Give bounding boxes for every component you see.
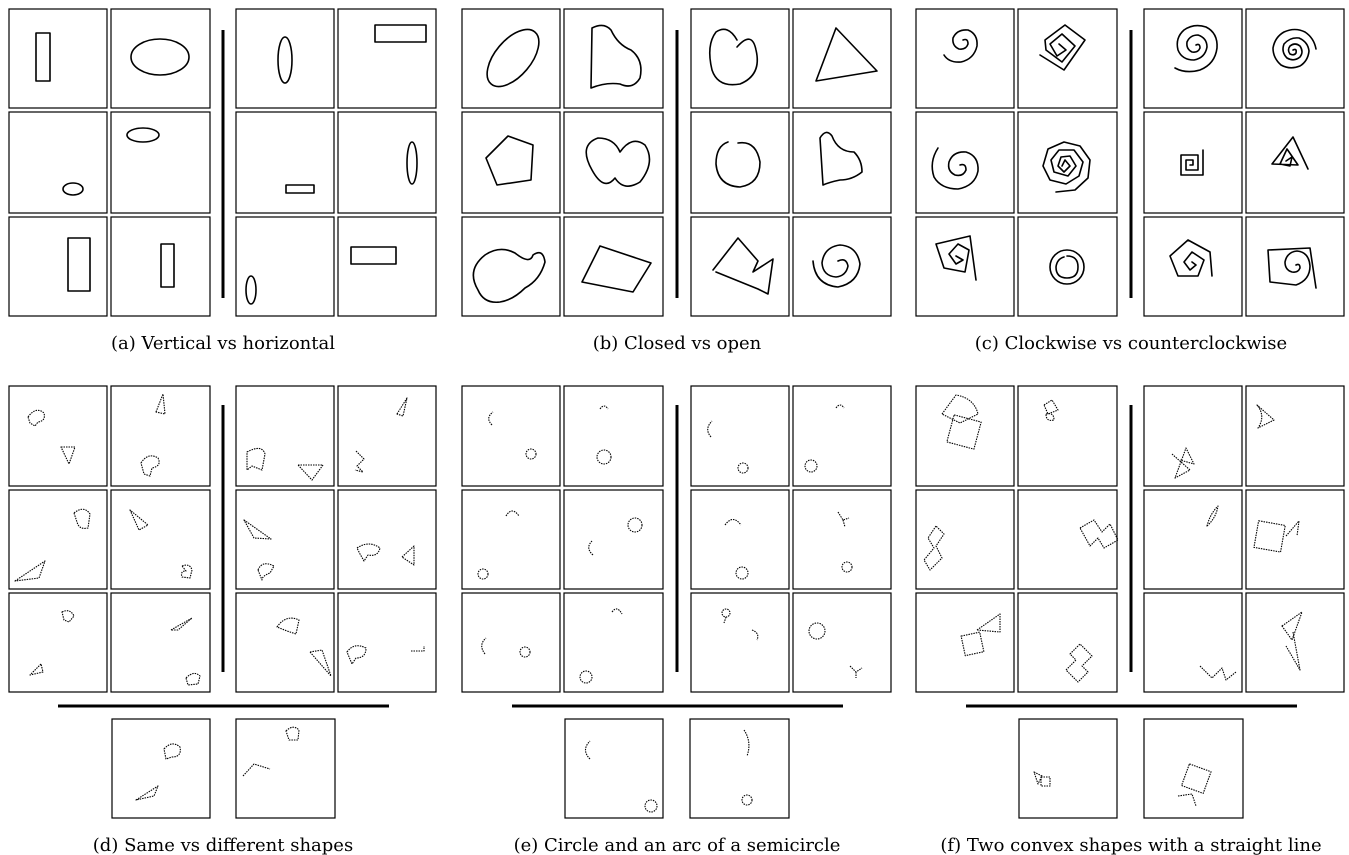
grid-cell bbox=[338, 9, 436, 108]
grid-cell bbox=[236, 217, 334, 316]
panel-caption: (c) Clockwise vs counterclockwise bbox=[975, 333, 1287, 354]
grid-cell bbox=[565, 719, 663, 818]
grid-cell bbox=[793, 9, 891, 108]
grid-cell bbox=[916, 593, 1014, 692]
grid-cell bbox=[1018, 593, 1117, 692]
panel-b: (b) Closed vs open bbox=[462, 9, 891, 354]
panel-f: (f) Two convex shapes with a straight li… bbox=[916, 386, 1344, 855]
grid-cell bbox=[9, 9, 107, 108]
grid-cell bbox=[691, 112, 789, 213]
grid-cell bbox=[1246, 112, 1344, 213]
grid-cell bbox=[111, 386, 210, 486]
grid-cell bbox=[793, 490, 891, 589]
grid-cell bbox=[1246, 9, 1344, 108]
grid-cell bbox=[691, 490, 789, 589]
grid-cell bbox=[564, 9, 663, 108]
grid-cell bbox=[1019, 719, 1117, 818]
grid-cell bbox=[1246, 217, 1344, 316]
panel-caption: (e) Circle and an arc of a semicircle bbox=[514, 835, 841, 855]
grid-cell bbox=[564, 593, 663, 692]
grid-cell bbox=[462, 386, 560, 486]
grid-cell bbox=[111, 112, 210, 213]
grid-cell bbox=[564, 386, 663, 486]
grid-cell bbox=[111, 593, 210, 692]
panel-d: (d) Same vs different shapes bbox=[9, 386, 436, 855]
grid-cell bbox=[691, 593, 789, 692]
grid-cell bbox=[1018, 217, 1117, 316]
grid-cell bbox=[1018, 386, 1117, 486]
grid-cell bbox=[462, 217, 560, 316]
panel-caption: (b) Closed vs open bbox=[593, 333, 762, 354]
grid-cell bbox=[9, 490, 107, 589]
grid-cell bbox=[1144, 593, 1242, 692]
grid-cell bbox=[1246, 386, 1344, 486]
grid-cell bbox=[9, 217, 107, 316]
grid-cell bbox=[111, 9, 210, 108]
panel-c: (c) Clockwise vs counterclockwise bbox=[916, 9, 1344, 354]
grid-cell bbox=[916, 386, 1014, 486]
grid-cell bbox=[1144, 719, 1243, 818]
grid-cell bbox=[462, 593, 560, 692]
grid-cell bbox=[916, 112, 1014, 213]
grid-cell bbox=[916, 9, 1014, 108]
grid-cell bbox=[462, 490, 560, 589]
grid-cell bbox=[236, 9, 334, 108]
grid-cell bbox=[691, 217, 789, 316]
grid-cell bbox=[9, 112, 107, 213]
grid-cell bbox=[691, 9, 789, 108]
grid-cell bbox=[793, 217, 891, 316]
grid-cell bbox=[1018, 9, 1117, 108]
grid-cell bbox=[236, 490, 334, 589]
panel-a: (a) Vertical vs horizontal bbox=[9, 9, 436, 354]
grid-cell bbox=[338, 593, 436, 692]
grid-cell bbox=[9, 386, 107, 486]
grid-cell bbox=[1144, 490, 1242, 589]
grid-cell bbox=[691, 386, 789, 486]
grid-cell bbox=[338, 490, 436, 589]
panel-caption: (d) Same vs different shapes bbox=[93, 835, 353, 855]
grid-cell bbox=[9, 593, 107, 692]
grid-cell bbox=[338, 386, 436, 486]
grid-cell bbox=[1018, 490, 1117, 589]
grid-cell bbox=[793, 112, 891, 213]
grid-cell bbox=[236, 593, 334, 692]
grid-cell bbox=[1144, 386, 1242, 486]
grid-cell bbox=[111, 490, 210, 589]
grid-cell bbox=[112, 719, 210, 818]
grid-cell bbox=[564, 490, 663, 589]
grid-cell bbox=[236, 386, 334, 486]
grid-cell bbox=[564, 112, 663, 213]
grid-cell bbox=[462, 9, 560, 108]
panel-caption: (a) Vertical vs horizontal bbox=[111, 333, 335, 354]
grid-cell bbox=[916, 490, 1014, 589]
grid-cell bbox=[338, 217, 436, 316]
grid-cell bbox=[462, 112, 560, 213]
grid-cell bbox=[793, 593, 891, 692]
grid-cell bbox=[1246, 490, 1344, 589]
grid-cell bbox=[236, 112, 334, 213]
grid-cell bbox=[338, 112, 436, 213]
grid-cell bbox=[690, 719, 789, 818]
panel-caption: (f) Two convex shapes with a straight li… bbox=[940, 835, 1321, 855]
grid-cell bbox=[916, 217, 1014, 316]
grid-cell bbox=[236, 719, 335, 818]
grid-cell bbox=[1144, 9, 1242, 108]
panel-e: (e) Circle and an arc of a semicircle bbox=[462, 386, 891, 855]
